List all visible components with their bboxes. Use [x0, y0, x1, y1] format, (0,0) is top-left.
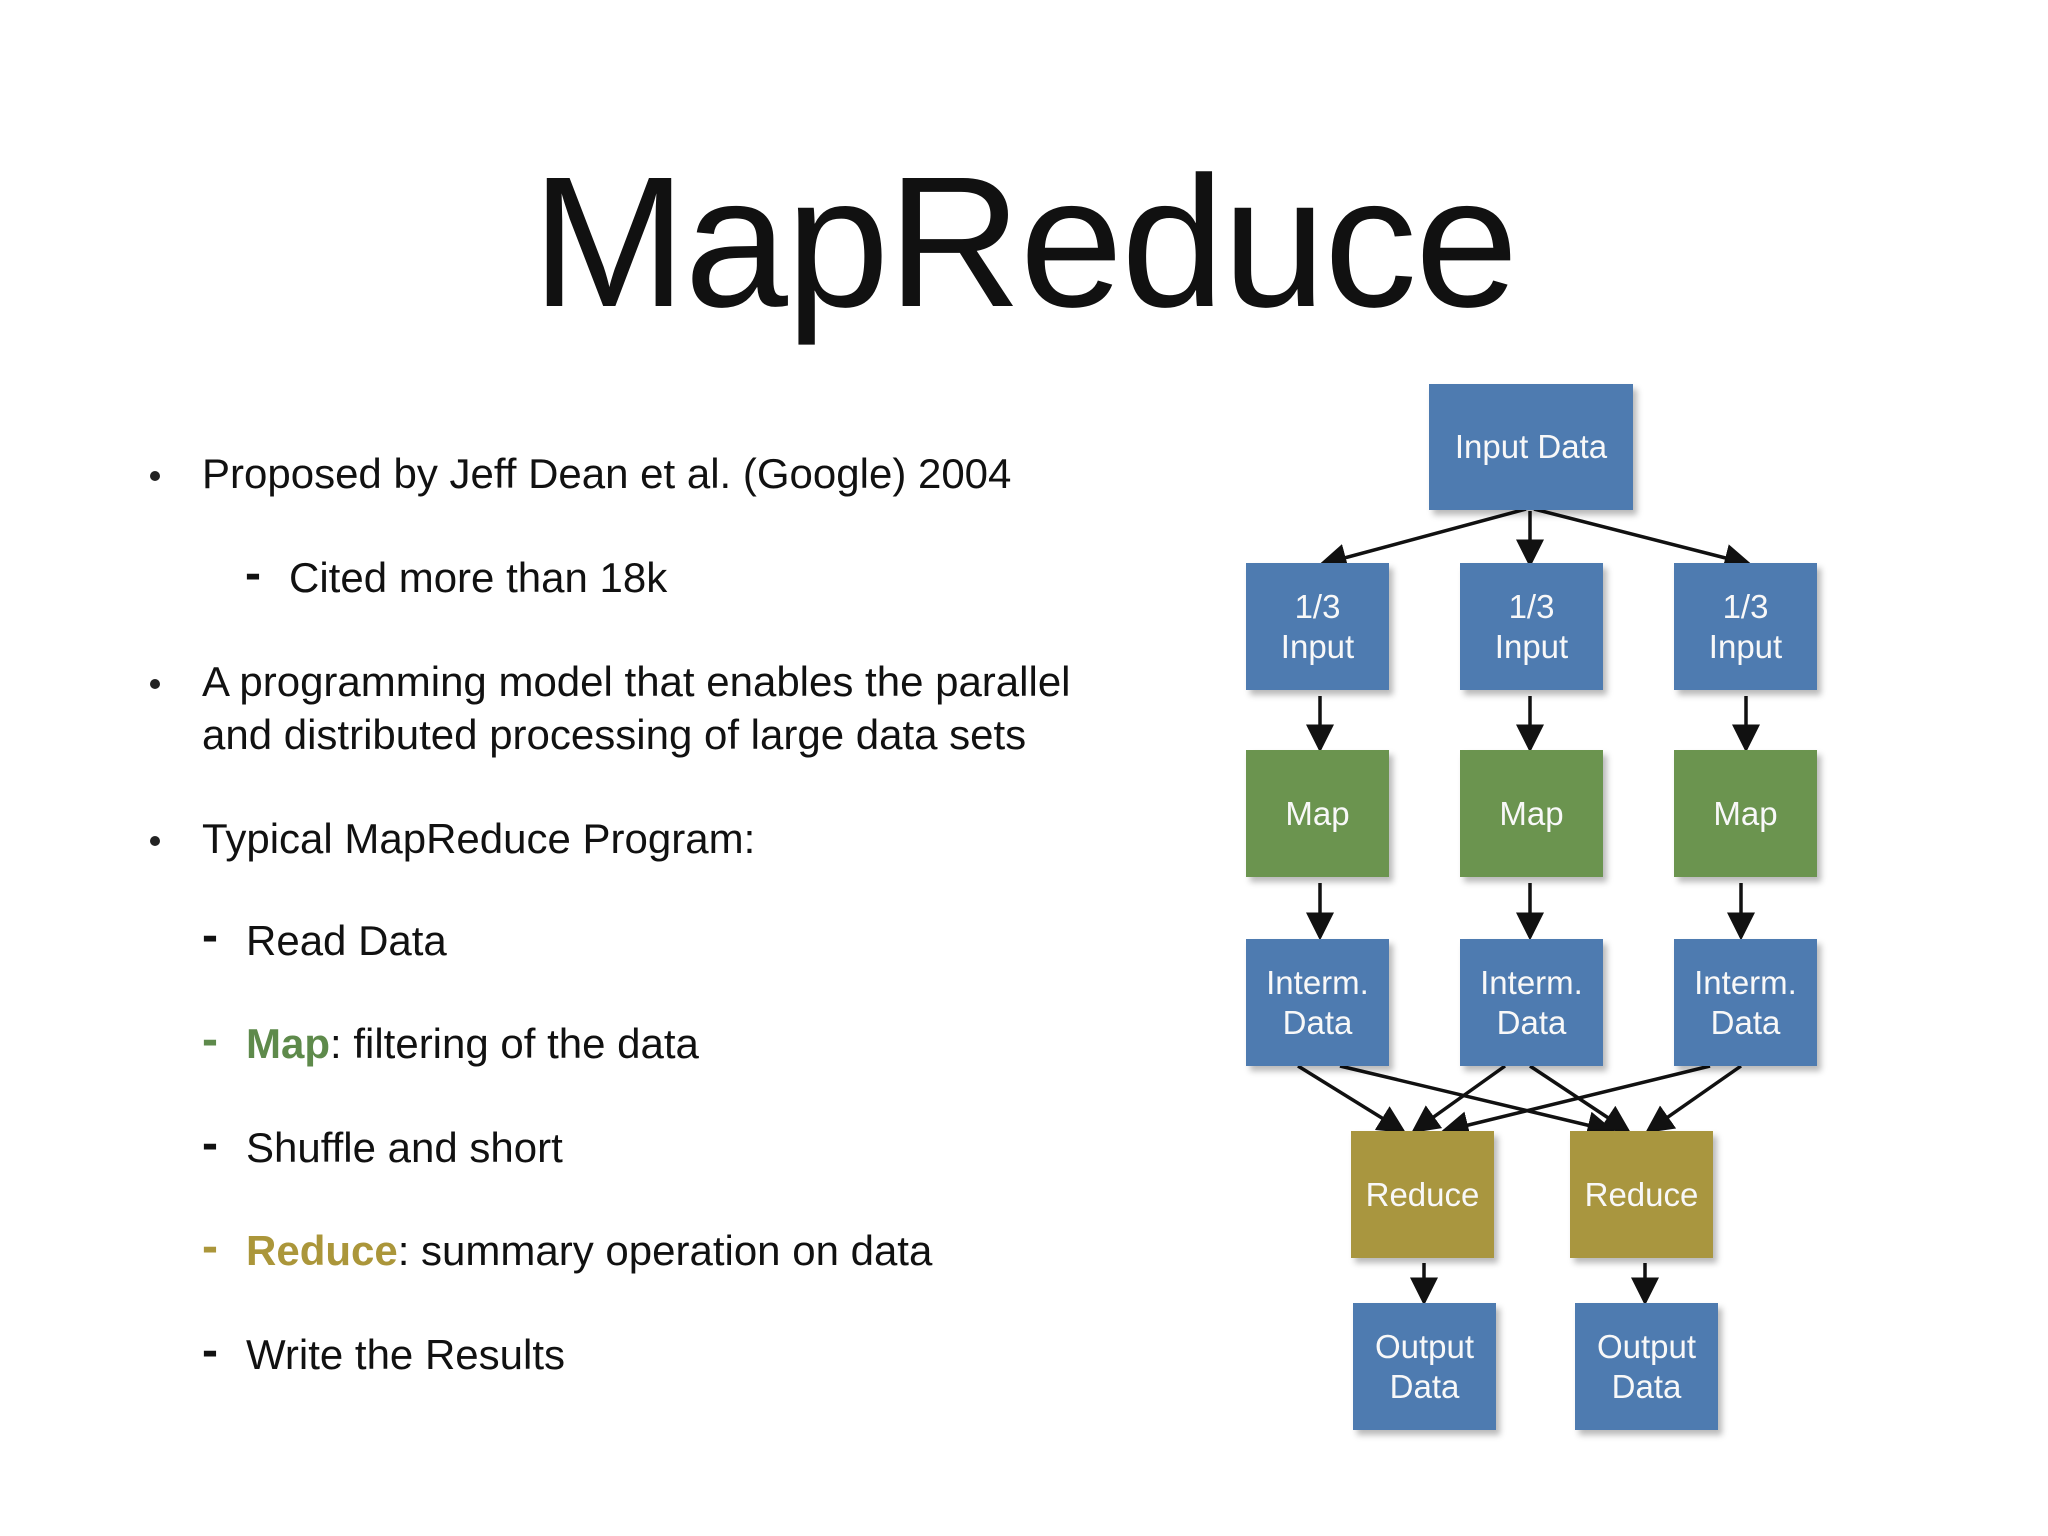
- bullet-programming-model-line2: and distributed processing of large data…: [202, 711, 1027, 758]
- arrow-interm1-to-reduce1: [1297, 1064, 1406, 1133]
- arrow-interm3-to-reduce1: [1440, 1064, 1711, 1139]
- bullet-proposed: Proposed by Jeff Dean et al. (Google) 20…: [202, 450, 1012, 497]
- dash-marker: -: [202, 909, 218, 962]
- node-map-1: Map: [1246, 750, 1389, 877]
- dash-marker: -: [202, 1013, 218, 1066]
- interm-label-line1: Interm.: [1694, 963, 1797, 1001]
- arrow-interm2-to-reduce2: [1529, 1064, 1631, 1133]
- map-description: : filtering of the data: [330, 1020, 699, 1067]
- step-read-data: Read Data: [246, 917, 447, 964]
- bullet-list: Proposed by Jeff Dean et al. (Google) 20…: [150, 0, 1150, 1536]
- node-split-1: 1/3 Input: [1246, 563, 1389, 690]
- arrow-interm1-to-reduce2: [1339, 1064, 1616, 1139]
- node-interm-2: Interm. Data: [1460, 939, 1603, 1066]
- node-map-3: Map: [1674, 750, 1817, 877]
- interm-label-line2: Data: [1496, 1003, 1567, 1041]
- node-input-data: Input Data: [1429, 384, 1633, 510]
- split-label-input: Input: [1280, 627, 1355, 665]
- sub-bullet-cited: Cited more than 18k: [289, 554, 668, 601]
- dash-marker: -: [245, 547, 261, 600]
- split-label-fraction: 1/3: [1722, 587, 1769, 625]
- reduce-description: : summary operation on data: [397, 1227, 933, 1274]
- output-label-line2: Data: [1389, 1367, 1460, 1405]
- node-reduce-2: Reduce: [1570, 1131, 1713, 1258]
- map-label: Map: [1713, 794, 1778, 832]
- node-reduce-1: Reduce: [1351, 1131, 1494, 1258]
- dash-marker: -: [202, 1220, 218, 1273]
- split-label-fraction: 1/3: [1508, 587, 1555, 625]
- interm-label-line2: Data: [1710, 1003, 1781, 1041]
- node-input-label: Input Data: [1454, 428, 1608, 465]
- dash-marker: -: [202, 1324, 218, 1377]
- bullet-dot: [150, 679, 160, 689]
- reduce-keyword: Reduce: [246, 1227, 398, 1274]
- map-label: Map: [1499, 794, 1564, 832]
- split-label-input: Input: [1708, 627, 1783, 665]
- dash-marker: -: [202, 1117, 218, 1170]
- bullet-programming-model-line1: A programming model that enables the par…: [202, 658, 1071, 705]
- bullet-dot: [150, 836, 160, 846]
- arrow-interm2-to-reduce1: [1411, 1064, 1507, 1134]
- map-keyword: Map: [246, 1020, 330, 1067]
- arrow-interm3-to-reduce2: [1645, 1064, 1743, 1134]
- interm-label-line2: Data: [1282, 1003, 1353, 1041]
- map-label: Map: [1285, 794, 1350, 832]
- node-output-2: Output Data: [1575, 1303, 1718, 1430]
- node-map-2: Map: [1460, 750, 1603, 877]
- reduce-label: Reduce: [1584, 1175, 1699, 1213]
- output-label-line1: Output: [1596, 1327, 1697, 1365]
- arrow-input-to-split-3: [1533, 507, 1753, 572]
- split-label-input: Input: [1494, 627, 1569, 665]
- node-interm-3: Interm. Data: [1674, 939, 1817, 1066]
- bullet-dot: [150, 471, 160, 481]
- interm-label-line1: Interm.: [1480, 963, 1583, 1001]
- step-write-results: Write the Results: [246, 1331, 565, 1378]
- node-split-3: 1/3 Input: [1674, 563, 1817, 690]
- output-label-line1: Output: [1374, 1327, 1475, 1365]
- interm-label-line1: Interm.: [1266, 963, 1369, 1001]
- step-map: Map: filtering of the data: [246, 1017, 699, 1070]
- reduce-label: Reduce: [1365, 1175, 1480, 1213]
- split-label-fraction: 1/3: [1294, 587, 1341, 625]
- output-label-line2: Data: [1611, 1367, 1682, 1405]
- arrow-input-to-split-1: [1318, 507, 1527, 572]
- slide-title: MapReduce: [531, 139, 1519, 346]
- step-reduce: Reduce: summary operation on data: [246, 1224, 932, 1277]
- step-shuffle: Shuffle and short: [246, 1124, 563, 1171]
- node-output-1: Output Data: [1353, 1303, 1496, 1430]
- node-interm-1: Interm. Data: [1246, 939, 1389, 1066]
- bullet-typical-program: Typical MapReduce Program:: [202, 815, 756, 862]
- node-split-2: 1/3 Input: [1460, 563, 1603, 690]
